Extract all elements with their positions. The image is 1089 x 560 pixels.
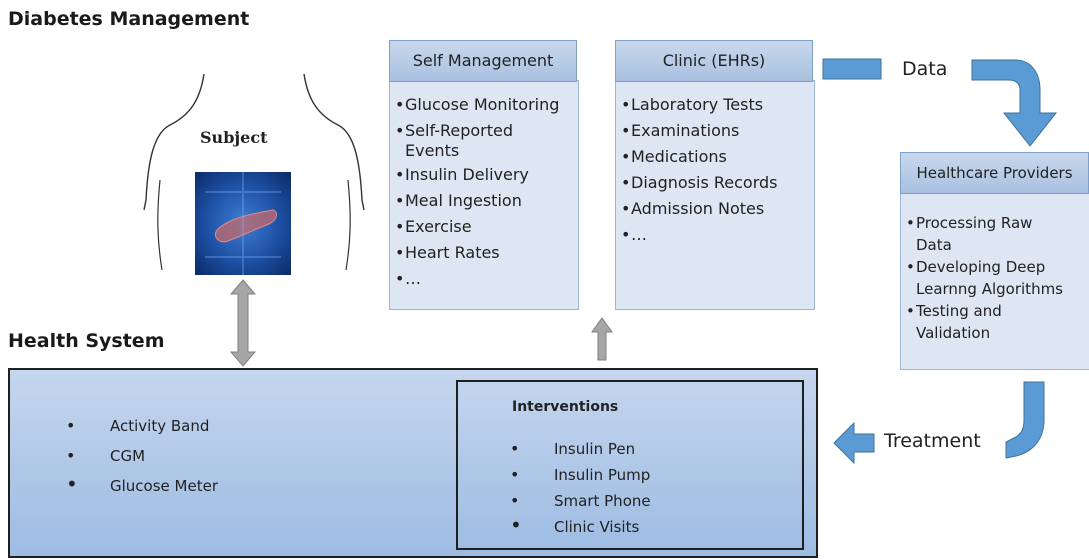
list-item-text: Insulin Pump (554, 466, 651, 484)
self-management-list: Glucose Monitoring Self-Reported Events … (395, 92, 575, 292)
subject-label: Subject (200, 128, 268, 147)
curved-down-arrow (971, 59, 1058, 147)
health-system-panel (8, 368, 818, 558)
interventions-list: •Insulin Pen •Insulin Pump •Smart Phone … (510, 439, 651, 544)
list-item-text: Glucose Meter (110, 477, 218, 495)
list-item: •Smart Phone (510, 491, 651, 510)
list-item: Processing Raw (906, 212, 1088, 234)
list-item: Medications (621, 144, 811, 170)
list-item: Heart Rates (395, 240, 575, 266)
list-item: •Glucose Meter (66, 472, 218, 496)
list-item-continuation: Validation (906, 322, 1088, 344)
list-item-text: Clinic Visits (554, 518, 640, 536)
list-item-continuation: Data (906, 234, 1088, 256)
subject-torso-illustration (143, 73, 365, 271)
list-item-text: Events (405, 141, 460, 160)
list-item: Meal Ingestion (395, 188, 575, 214)
list-item-text: Validation (916, 324, 991, 342)
data-arrow-bar (822, 58, 882, 80)
list-item: •CGM (66, 446, 146, 465)
list-item: Examinations (621, 118, 811, 144)
list-item-continuation: Learnng Algorithms (906, 278, 1088, 300)
list-item: •Insulin Pen (510, 439, 636, 458)
double-arrow (229, 279, 257, 367)
list-item: Diagnosis Records (621, 170, 811, 196)
list-item: Laboratory Tests (621, 92, 811, 118)
list-item-text: CGM (110, 447, 146, 465)
list-item: Self-Reported (395, 118, 575, 144)
list-item: Admission Notes (621, 196, 811, 222)
list-item-continuation: Events (395, 140, 575, 162)
list-item: •Activity Band (66, 416, 210, 435)
self-management-header: Self Management (389, 40, 577, 82)
interventions-panel (456, 380, 804, 550)
curved-return-arrow (1005, 381, 1045, 459)
clinic-list: Laboratory Tests Examinations Medication… (621, 92, 811, 248)
up-arrow (591, 317, 613, 361)
list-item-text: Data (916, 236, 952, 254)
providers-header: Healthcare Providers (900, 152, 1089, 194)
providers-list: Processing Raw Data Developing Deep Lear… (906, 212, 1088, 344)
list-item: … (621, 222, 811, 248)
health-system-title: Health System (8, 330, 165, 352)
clinic-header: Clinic (EHRs) (615, 40, 813, 82)
list-item-text: Activity Band (110, 417, 210, 435)
list-item-text: Smart Phone (554, 492, 651, 510)
list-item: Developing Deep (906, 256, 1088, 278)
treatment-arrow (833, 421, 875, 465)
interventions-title: Interventions (512, 399, 619, 415)
devices-list: •Activity Band •CGM •Glucose Meter (66, 416, 218, 507)
list-item-text: Insulin Pen (554, 440, 636, 458)
list-item: Insulin Delivery (395, 162, 575, 188)
list-item: … (395, 266, 575, 292)
list-item: Testing and (906, 300, 1088, 322)
pancreas-image (195, 172, 291, 275)
list-item: •Insulin Pump (510, 465, 651, 484)
list-item: Exercise (395, 214, 575, 240)
treatment-label: Treatment (884, 430, 981, 452)
list-item: •Clinic Visits (510, 513, 640, 537)
list-item: Glucose Monitoring (395, 92, 575, 118)
page-title: Diabetes Management (8, 8, 250, 30)
data-label: Data (902, 58, 948, 80)
list-item-text: Learnng Algorithms (916, 280, 1063, 298)
